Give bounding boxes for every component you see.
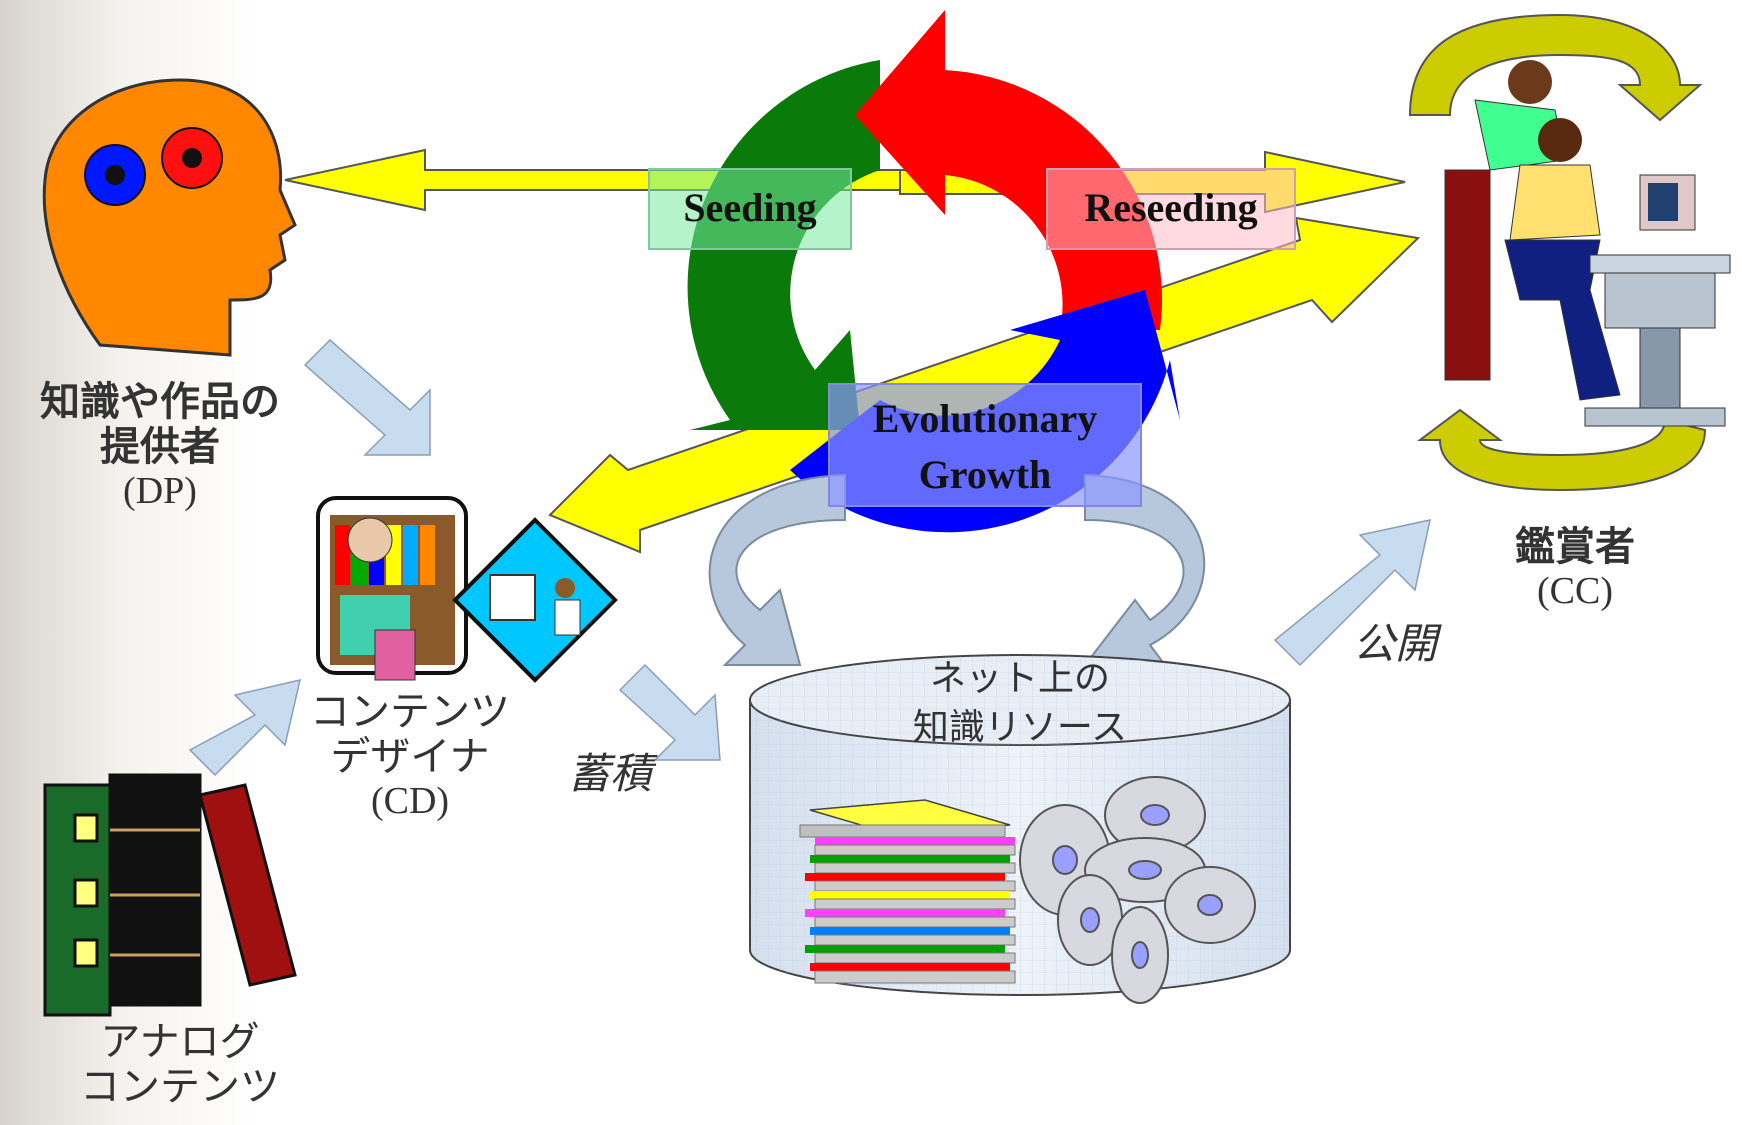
provider-label-line2: 提供者 [100,424,220,471]
analog-label-line2: コンテンツ [80,1064,280,1111]
viewer-abbr: (CC) [1537,570,1613,613]
designer-abbr: (CD) [370,780,450,823]
growth-label-box: Evolutionary Growth [828,383,1142,507]
light-blue-arrow-resource-to-viewer [1273,519,1431,667]
viewer-label-line1: 鑑賞者 [1515,524,1635,570]
red-gear-icon [161,127,223,189]
designer-library-icon [316,496,468,681]
designer-label: コンテンツ デザイナ (CD) [295,689,525,823]
viewer-cycle-arrows [1408,13,1707,492]
provider-abbr: (DP) [123,470,197,513]
accumulate-label: 蓄積 [567,749,652,798]
analog-books-icon [43,773,297,1017]
seeding-label: Seeding [683,185,817,230]
resource-label: ネット上の 知識リソース [860,655,1180,752]
viewer-label: 鑑賞者 (CC) [1480,524,1670,613]
red-cycle-arrow [855,10,1163,330]
designer-label-line1: コンテンツ [310,689,510,735]
analog-label-line1: アナログ [100,1019,260,1065]
publish-label: 公開 [1352,619,1437,668]
reseeding-label: Reseeding [1084,185,1258,230]
blue-gear-icon [84,144,146,206]
designer-computer-icon [452,517,618,683]
provider-label: 知識や作品の 提供者 (DP) [5,379,315,513]
reseeding-label-box: Reseeding [1046,168,1296,250]
provider-label-line1: 知識や作品の [40,379,280,425]
disk-stack-icon [799,799,1016,984]
light-blue-arrow-provider-to-designer [303,338,431,456]
seeding-label-box: Seeding [648,168,852,250]
curved-arrow-left [708,473,846,666]
designer-label-line2: デザイナ [330,734,490,781]
resource-label-line2: 知識リソース [912,706,1128,748]
provider-head-icon [42,78,297,357]
cd-pile-icon [1019,776,1256,1004]
light-blue-arrow-analog-to-designer [188,678,302,777]
viewer-people-icon [1444,60,1731,427]
analog-label: アナログ コンテンツ [60,1019,300,1111]
growth-label-line1: Evolutionary [872,396,1098,441]
resource-label-line1: ネット上の [929,658,1110,699]
light-blue-arrow-designer-to-resource [618,663,721,761]
growth-label-line2: Growth [918,452,1052,497]
